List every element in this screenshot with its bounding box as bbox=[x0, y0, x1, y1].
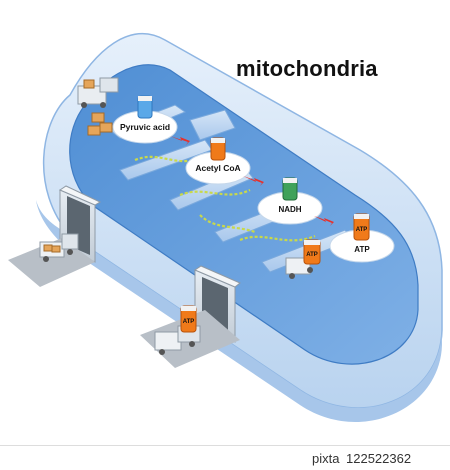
footer-bar bbox=[0, 445, 450, 470]
stock-id-text: 122522362 bbox=[346, 451, 412, 466]
stage-nadh: NADH bbox=[257, 177, 323, 225]
bottom-gate: ATP bbox=[140, 265, 241, 368]
left-gate bbox=[8, 185, 102, 287]
diagram-title: mitochondria bbox=[236, 56, 378, 81]
can-label: ATP bbox=[356, 227, 368, 233]
flow-arrows bbox=[170, 136, 334, 226]
stage-label: Pyruvic acid bbox=[120, 122, 170, 132]
stage-label: NADH bbox=[278, 205, 301, 214]
brand-text: pixta bbox=[312, 451, 340, 466]
supply-truck-top bbox=[77, 77, 119, 136]
stage-label: Acetyl CoA bbox=[195, 163, 240, 173]
stage-pyruvic: Pyruvic acid bbox=[112, 95, 178, 144]
enzyme-chains bbox=[134, 155, 316, 242]
stage-acetyl: Acetyl CoA bbox=[185, 137, 251, 185]
can-label: ATP bbox=[183, 319, 195, 325]
stage-atp: ATP ATP bbox=[329, 213, 395, 263]
can-label: ATP bbox=[306, 252, 318, 258]
stage-label: ATP bbox=[354, 245, 370, 254]
matrix-atp-truck: ATP bbox=[285, 239, 321, 279]
